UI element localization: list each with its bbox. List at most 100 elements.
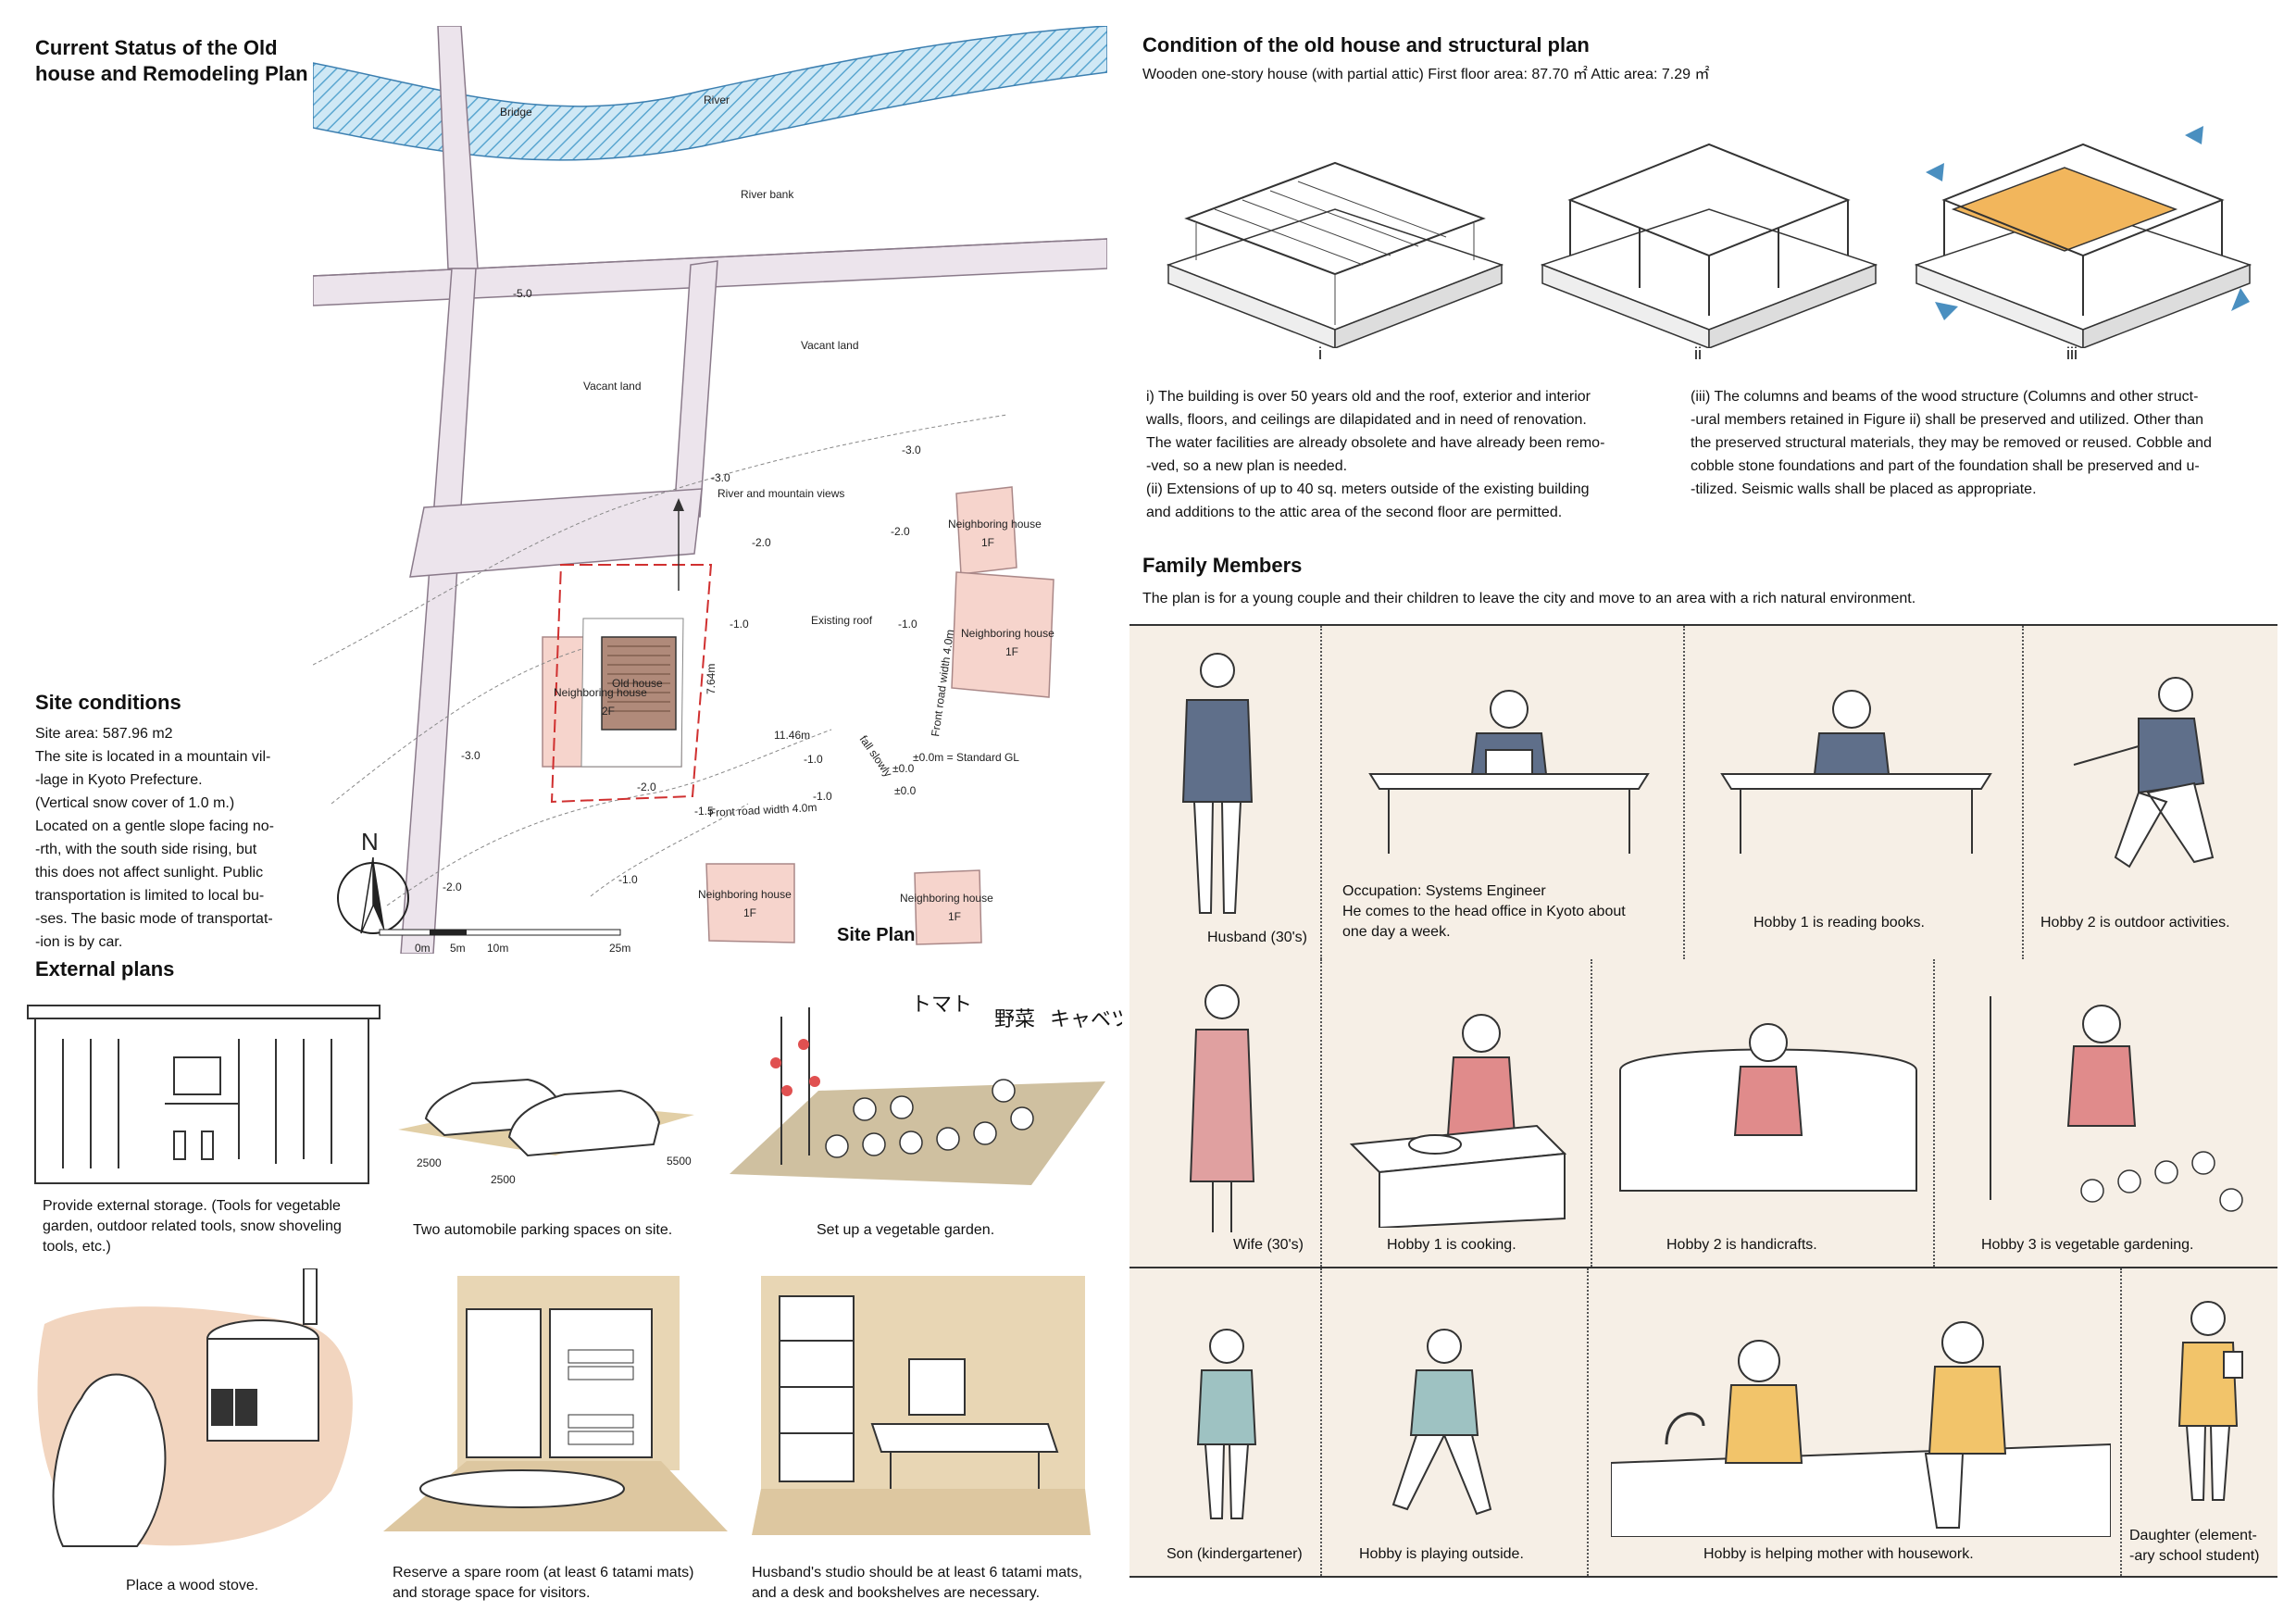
- level-label: -3.0: [902, 443, 921, 456]
- map-existing-roof: Existing roof: [811, 614, 873, 627]
- level-label: -2.0: [443, 881, 462, 893]
- site-line: -ion is by car.: [35, 934, 123, 950]
- help-caption: Hobby is helping mother with housework.: [1703, 1546, 1974, 1562]
- text-line: (ii) Extensions of up to 40 sq. meters o…: [1146, 481, 1590, 497]
- structure-figure-ii: [1533, 107, 1885, 348]
- text-line: (iii) The columns and beams of the wood …: [1691, 389, 2199, 405]
- map-old-house: Old house: [612, 677, 663, 690]
- site-line: Located on a gentle slope facing no-: [35, 818, 274, 834]
- skiing-figure: [2073, 677, 2215, 868]
- scale-label: 0m: [415, 942, 430, 954]
- site-plan-label: Site Plan: [837, 925, 915, 945]
- wife-hobby3: Hobby 3 is vegetable gardening.: [1981, 1237, 2194, 1253]
- level-label: -2.0: [891, 525, 910, 538]
- map-river-label: River: [704, 94, 730, 106]
- expansion-arrows: [1926, 126, 2250, 320]
- map-dim-width: 11.46m: [774, 729, 810, 742]
- son-caption: Son (kindergartener): [1167, 1546, 1303, 1562]
- wife-figure: [1189, 984, 1255, 1232]
- family-intro: The plan is for a young couple and their…: [1142, 591, 1916, 606]
- text-line: the preserved structural materials, they…: [1691, 435, 2212, 451]
- studio-caption-line: and a desk and bookshelves are necessary…: [752, 1585, 1041, 1601]
- storage-caption-line: garden, outdoor related tools, snow shov…: [43, 1218, 342, 1234]
- text-line: The water facilities are already obsolet…: [1146, 435, 1605, 451]
- wife-hobby2: Hobby 2 is handicrafts.: [1666, 1237, 1817, 1253]
- fig-label-i: i: [1318, 344, 1322, 363]
- wood-stove-illustration: [26, 1268, 378, 1565]
- level-label: -5.0: [513, 287, 532, 300]
- map-neighbor-b: Neighboring house: [961, 627, 1054, 640]
- structure-text-right: (iii) The columns and beams of the wood …: [1691, 385, 2283, 501]
- north-label: N: [361, 828, 379, 856]
- occupation-line: He comes to the head office in Kyoto abo…: [1342, 904, 1626, 919]
- site-line: transportation is limited to local bu-: [35, 888, 265, 904]
- site-line: (Vertical snow cover of 1.0 m.): [35, 795, 235, 811]
- site-line: -lage in Kyoto Prefecture.: [35, 772, 203, 788]
- text-line: -ved, so a new plan is needed.: [1146, 458, 1348, 474]
- husband-caption: Husband (30's): [1207, 930, 1307, 945]
- handicrafts-figure: [1619, 1023, 1917, 1192]
- map-vacant-land-2: Vacant land: [583, 380, 642, 393]
- site-line: -ses. The basic mode of transportat-: [35, 911, 273, 927]
- text-line: cobble stone foundations and part of the…: [1691, 458, 2200, 474]
- son-hobby: Hobby is playing outside.: [1359, 1546, 1524, 1562]
- parking-caption: Two automobile parking spaces on site.: [413, 1222, 673, 1238]
- structure-text-left: i) The building is over 50 years old and…: [1146, 385, 1670, 524]
- husband-hobby2: Hobby 2 is outdoor activities.: [2040, 915, 2230, 931]
- parking-illustration: 2500 2500 5500: [389, 1026, 722, 1211]
- external-plans-heading: External plans: [35, 957, 175, 981]
- spare-caption-line: Reserve a spare room (at least 6 tatami …: [393, 1565, 694, 1580]
- cooking-figure: [1349, 1014, 1567, 1228]
- level-label: -2.0: [637, 781, 656, 793]
- map-vacant-land-1: Vacant land: [801, 339, 859, 352]
- structure-figure-iii: [1907, 107, 2259, 348]
- garden-label: トマト: [911, 993, 972, 1017]
- occupation-figure: [1368, 690, 1650, 854]
- map-neighbor-d: Neighboring house: [900, 892, 993, 905]
- level-label: -2.0: [752, 536, 771, 549]
- parking-dim: 5500: [667, 1155, 692, 1168]
- map-neighbor-c-floor: 1F: [743, 906, 756, 919]
- son-figure: [1196, 1329, 1257, 1519]
- scale-label: 5m: [450, 942, 466, 954]
- text-line: and additions to the attic area of the s…: [1146, 505, 1563, 520]
- level-label: -1.5: [694, 805, 714, 818]
- studio-illustration: [752, 1276, 1091, 1535]
- site-line: The site is located in a mountain vil-: [35, 749, 271, 765]
- level-label: -1.0: [813, 790, 832, 803]
- garden-label: 野菜: [994, 1008, 1035, 1031]
- map-river-views: River and mountain views: [718, 487, 844, 500]
- family-row-1: Husband (30's) Occupation: Systems Engin…: [1129, 624, 2277, 961]
- level-label: -1.0: [804, 753, 823, 766]
- structure-figure-i: [1159, 107, 1511, 348]
- storage-caption-line: Provide external storage. (Tools for veg…: [43, 1198, 341, 1214]
- site-conditions-heading: Site conditions: [35, 691, 181, 714]
- page-title-line1: Current Status of the Old: [35, 36, 278, 59]
- map-neighbor-a-floor: 1F: [981, 536, 994, 549]
- structural-subtitle: Wooden one-story house (with partial att…: [1142, 67, 1710, 82]
- wife-hobby1: Hobby 1 is cooking.: [1387, 1237, 1516, 1253]
- gardening-figure: [1990, 996, 2243, 1212]
- page-title-line2: house and Remodeling Plan: [35, 62, 308, 85]
- structural-title: Condition of the old house and structura…: [1142, 33, 1590, 56]
- garden-label: キャベツ: [1050, 1008, 1122, 1031]
- map-fall-slowly: fall slowly: [857, 733, 895, 780]
- family-row-2: Wife (30's) Hobby 1 is cooking. Hobby 2 …: [1129, 959, 2277, 1268]
- level-label: -3.0: [461, 749, 480, 762]
- housework-figure: [1611, 1321, 2111, 1537]
- occupation-line: one day a week.: [1342, 924, 1451, 940]
- text-line: -ural members retained in Figure ii) sha…: [1691, 412, 2204, 428]
- wife-caption: Wife (30's): [1233, 1237, 1304, 1253]
- map-standard-gl: ±0.0m = Standard GL: [913, 751, 1019, 764]
- storage-caption-line: tools, etc.): [43, 1239, 111, 1255]
- site-conditions: Site conditions Site area: 587.96 m2 The…: [35, 691, 313, 954]
- level-label: -1.0: [898, 618, 917, 631]
- son-playing-figure: [1391, 1329, 1492, 1516]
- text-line: walls, floors, and ceilings are dilapida…: [1146, 412, 1587, 428]
- husband-figure: [1181, 653, 1254, 914]
- scale-label: 10m: [487, 942, 508, 954]
- map-riverbank-label: River bank: [741, 188, 794, 201]
- site-plan-map: River Bridge River bank Vacant land Vaca…: [312, 25, 1108, 955]
- map-bridge-label: Bridge: [500, 106, 532, 119]
- daughter-caption-line: -ary school student): [2129, 1548, 2260, 1564]
